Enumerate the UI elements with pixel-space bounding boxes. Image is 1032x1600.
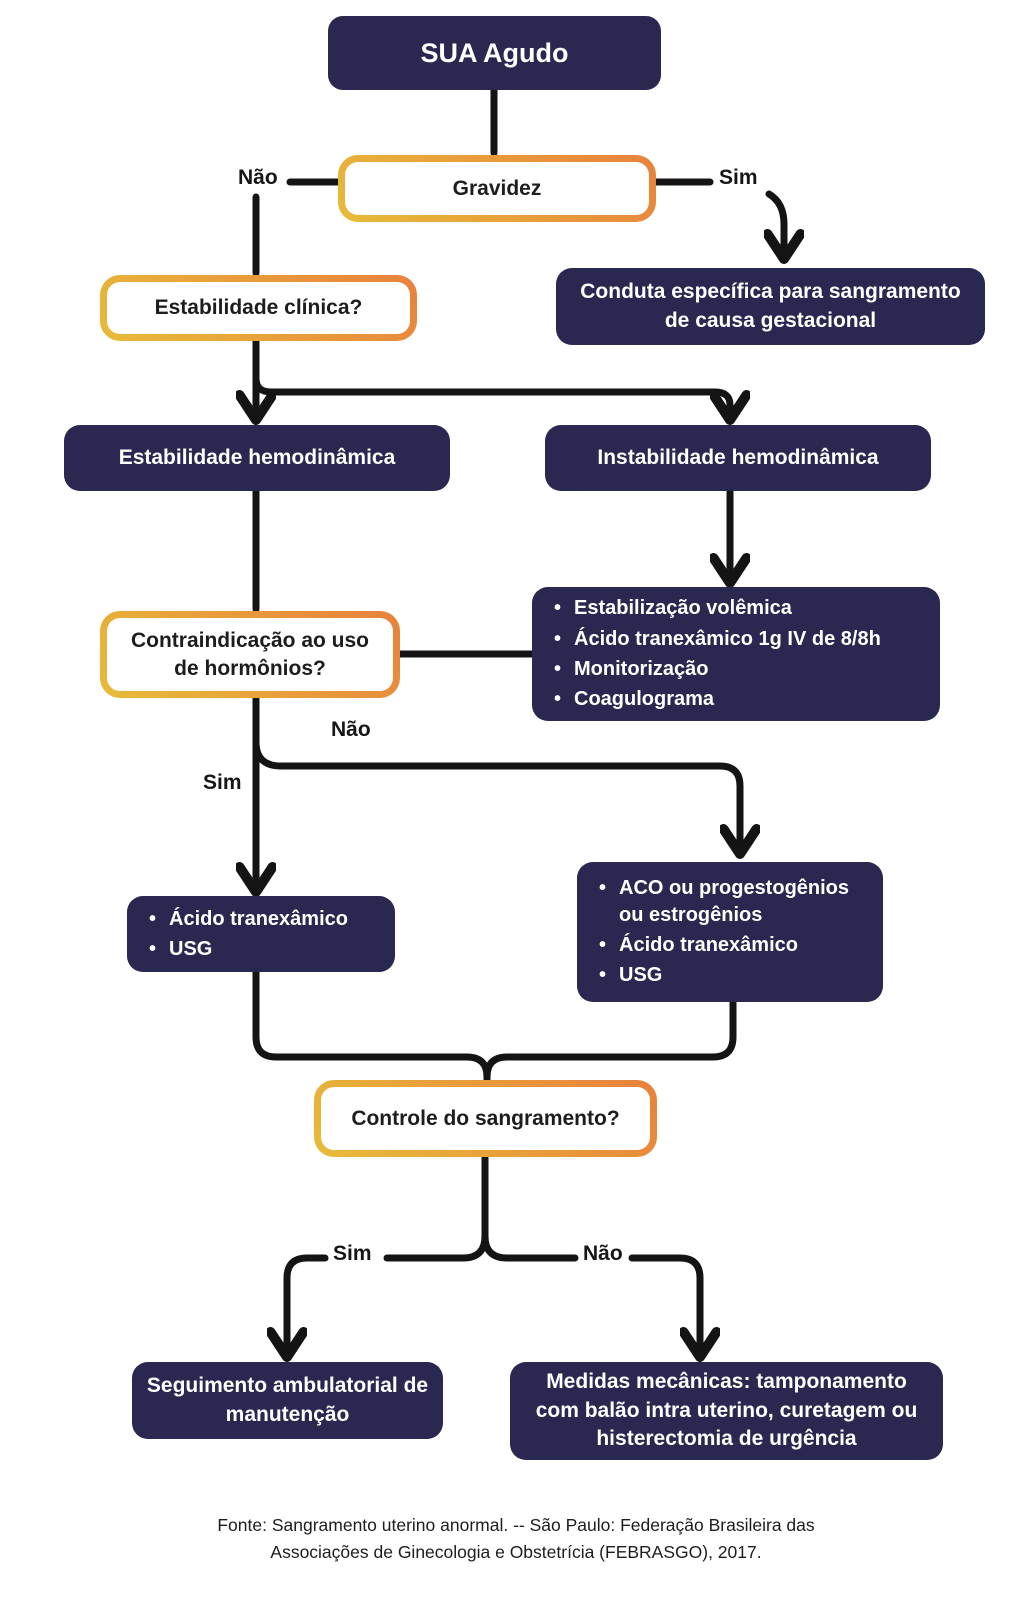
edge-label-gravidez-nao: Não [238,166,278,189]
edge-label-controle-sim: Sim [333,1242,372,1265]
flow-node-contraindicacao: Contraindicação ao uso de hormônios? [100,611,400,698]
flow-node-controle-sangramento-label: Controle do sangramento? [321,1087,650,1150]
flow-node-contra-sim-acoes: Ácido tranexâmico USG [127,896,395,972]
source-citation-line2: Associações de Ginecologia e Obstetrícia… [270,1542,762,1563]
edge-label-gravidez-sim: Sim [719,166,758,189]
flow-node-conduta-gestacional: Conduta específica para sangramento de c… [556,268,985,345]
flow-node-gravidez-label: Gravidez [345,162,649,215]
flow-node-estabilidade-clinica-label: Estabilidade clínica? [107,282,410,334]
flow-node-contra-nao-acoes: ACO ou progestogênios ou estrogênios Áci… [577,862,883,1002]
flow-node-medidas-mecanicas: Medidas mecânicas: tamponamento com balã… [510,1362,943,1460]
flow-node-seguimento: Seguimento ambulatorial de manutenção [132,1362,443,1439]
list-item: USG [599,962,867,988]
list-item: Ácido tranexâmico [149,906,348,932]
edge-label-controle-nao: Não [583,1242,623,1265]
list-item: Coagulograma [554,686,881,712]
list-item: Ácido tranexâmico 1g IV de 8/8h [554,626,881,652]
list-item: Monitorização [554,656,881,682]
list-item: ACO ou progestogênios ou estrogênios [599,875,867,928]
list-item: Ácido tranexâmico [599,932,867,958]
flow-node-start: SUA Agudo [328,16,661,90]
edge-label-contraindicacao-sim: Sim [203,771,242,794]
flow-node-instabilidade-acoes: Estabilização volêmica Ácido tranexâmico… [532,587,940,721]
flow-node-gravidez: Gravidez [338,155,656,222]
source-citation-line1: Fonte: Sangramento uterino anormal. -- S… [217,1515,815,1535]
flow-node-contraindicacao-label: Contraindicação ao uso de hormônios? [107,618,393,691]
list-item: Estabilização volêmica [554,595,881,621]
flow-node-controle-sangramento: Controle do sangramento? [314,1080,657,1157]
flow-node-estabilidade-hemodinamica: Estabilidade hemodinâmica [64,425,450,491]
flow-node-instabilidade-hemodinamica: Instabilidade hemodinâmica [545,425,931,491]
list-item: USG [149,936,348,962]
source-citation: Fonte: Sangramento uterino anormal. -- S… [0,1512,1032,1566]
edge-label-contraindicacao-nao: Não [331,718,371,741]
flow-node-estabilidade-clinica: Estabilidade clínica? [100,275,417,341]
